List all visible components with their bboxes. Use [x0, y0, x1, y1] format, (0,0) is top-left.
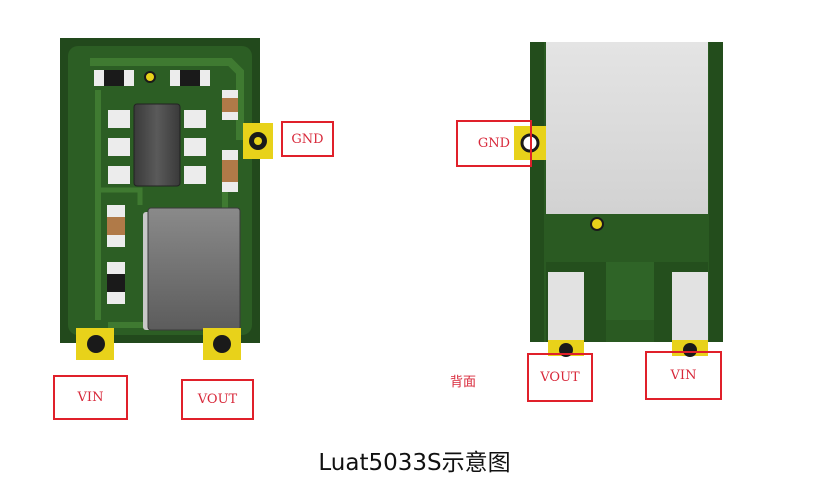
front-resistor-top-left	[94, 70, 134, 86]
front-vin-label: VIN	[53, 375, 128, 420]
front-gnd-pad	[243, 123, 273, 159]
front-via-top	[144, 71, 156, 83]
front-diode-left	[107, 262, 125, 304]
back-vin-label: VIN	[645, 351, 722, 400]
front-ic-chip	[108, 103, 206, 187]
back-vout-pad	[548, 272, 584, 357]
front-capacitor-left-1	[107, 205, 125, 247]
back-vin-pad	[672, 272, 708, 357]
front-capacitor-right-bottom	[222, 150, 238, 192]
front-vin-pad	[76, 328, 114, 360]
back-shield	[546, 42, 708, 214]
front-vout-label: VOUT	[181, 379, 254, 420]
front-gnd-label: GND	[281, 121, 334, 157]
front-resistor-top-right	[170, 70, 210, 86]
front-capacitor-right-top	[222, 90, 238, 120]
back-vout-label: VOUT	[527, 353, 593, 402]
front-vout-pad	[203, 328, 241, 360]
back-gnd-label: GND	[456, 120, 532, 167]
back-side-label: 背面	[450, 375, 477, 390]
front-inductor	[143, 207, 241, 331]
diagram-caption: Luat5033S示意图	[318, 450, 511, 476]
back-via	[590, 217, 604, 231]
